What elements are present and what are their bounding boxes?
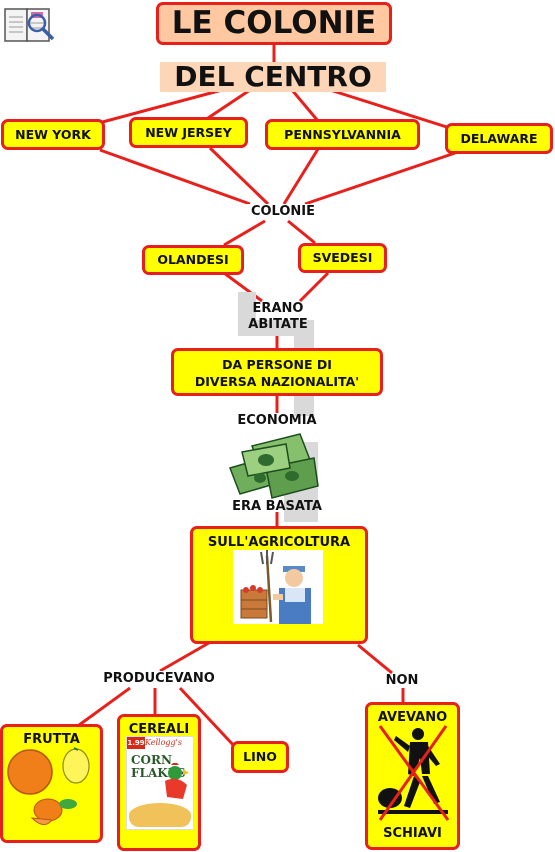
title-box: LE COLONIE [156, 2, 392, 45]
colony-delaware: DELAWARE [445, 123, 553, 154]
settler-svedesi: SVEDESI [298, 243, 387, 273]
settler-label: OLANDESI [157, 252, 229, 267]
colony-new-jersey: NEW JERSEY [129, 117, 248, 148]
subtitle-text: DEL CENTRO [174, 60, 372, 93]
schiavi-label: SCHIAVI [383, 826, 442, 841]
money-icon [229, 433, 319, 499]
cereal-bowl [129, 803, 191, 827]
title-text: LE COLONIE [171, 5, 377, 41]
era-basata-label: ERA BASATA [232, 499, 322, 514]
book-magnifier-icon [4, 8, 55, 42]
colony-label: DELAWARE [460, 131, 538, 146]
fruit-image [7, 747, 90, 825]
price-text: 1.99 [127, 739, 145, 747]
lino-box: LINO [231, 741, 289, 773]
economia-label: ECONOMIA [237, 413, 317, 428]
people-line2: DIVERSA NAZIONALITA' [194, 374, 360, 389]
corn-text: CORN [131, 753, 172, 767]
agriculture-label: SULL'AGRICOLTURA [207, 535, 351, 550]
colony-pennsylvannia: PENNSYLVANNIA [265, 119, 420, 150]
rooster-icon [165, 763, 189, 799]
producevano-label: PRODUCEVANO [96, 671, 222, 686]
colony-new-york: NEW YORK [1, 119, 105, 150]
colonie-label: COLONIE [240, 204, 326, 219]
people-line1: DA PERSONE DI [222, 357, 332, 372]
subtitle: DEL CENTRO [160, 62, 386, 92]
avevano-label: AVEVANO [377, 710, 448, 725]
frutta-label: FRUTTA [23, 732, 80, 747]
lino-label: LINO [243, 749, 277, 764]
colony-label: NEW JERSEY [145, 125, 232, 140]
cornflakes-image: 1.99 Kellogg's CORN FLAKES [126, 736, 194, 830]
settler-label: SVEDESI [312, 250, 373, 265]
cereali-label: CEREALI [128, 722, 190, 737]
abitate-text: ABITATE [248, 317, 308, 332]
brand-text: Kellogg's [145, 738, 182, 747]
non-label: NON [385, 673, 419, 688]
erano-abitate-label: ERANO ABITATE [236, 301, 320, 333]
price-tag: 1.99 [127, 737, 145, 749]
farmer-image [233, 550, 323, 624]
colony-label: PENNSYLVANNIA [284, 127, 401, 142]
erano-text: ERANO [252, 301, 304, 316]
people-box: DA PERSONE DI DIVERSA NAZIONALITA' [171, 348, 383, 396]
settler-olandesi: OLANDESI [142, 245, 244, 275]
colony-label: NEW YORK [15, 127, 91, 142]
slave-crossed-image [378, 725, 450, 821]
